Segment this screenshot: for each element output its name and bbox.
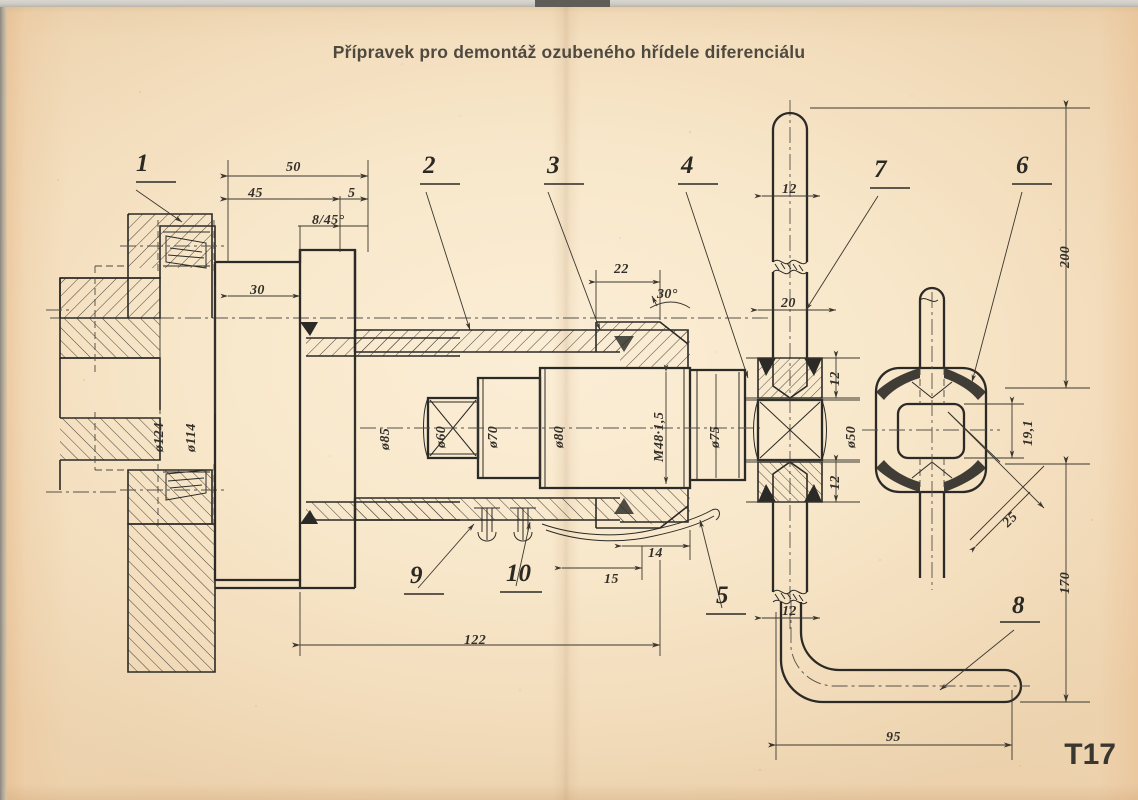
dim-rod-12-bottom: 12 (782, 604, 797, 619)
dim-dia114: ø114 (184, 423, 199, 452)
callout-9: 9 (410, 562, 423, 589)
dim-5: 5 (348, 186, 356, 201)
scan-top-notch (535, 0, 610, 7)
dim-chamfer: 8/45° (312, 213, 345, 228)
callout-3: 3 (547, 152, 560, 179)
dim-rod-20: 20 (781, 296, 796, 311)
callout-4: 4 (681, 152, 694, 179)
dim-122: 122 (464, 633, 487, 648)
dim-14: 14 (648, 546, 663, 561)
dim-22: 22 (614, 262, 629, 277)
dim-dia80: ø80 (552, 425, 567, 448)
drawing-title: Přípravek pro demontáž ozubeného hřídele… (332, 42, 806, 62)
callout-7: 7 (874, 156, 887, 183)
dim-thread-M48: M48·1,5 (652, 411, 667, 462)
dim-95: 95 (886, 730, 901, 745)
callout-1: 1 (136, 150, 149, 177)
callout-2: 2 (423, 152, 436, 179)
dim-50: 50 (286, 160, 301, 175)
dim-angle-30: 30° (657, 287, 678, 302)
scan-left-border (0, 7, 7, 800)
dim-200: 200 (1058, 245, 1073, 268)
callout-5: 5 (716, 582, 729, 609)
dim-dia70: ø70 (486, 425, 501, 448)
dim-rod-12-top: 12 (782, 182, 797, 197)
dim-45: 45 (248, 186, 263, 201)
dim-dia50: ø50 (844, 425, 859, 448)
dim-30: 30 (250, 283, 265, 298)
dim-hub-12-upper: 12 (828, 371, 843, 386)
dim-170: 170 (1058, 571, 1073, 594)
callout-8: 8 (1012, 592, 1025, 619)
callout-10: 10 (506, 560, 531, 587)
dim-dia75: ø75 (708, 425, 723, 448)
sheet-code: T17 (1064, 738, 1116, 771)
dim-across-flats: 19,1 (1021, 419, 1036, 446)
callout-6: 6 (1016, 152, 1029, 179)
dim-dia124: ø124 (152, 422, 167, 452)
dim-dia60: ø60 (434, 425, 449, 448)
dim-15: 15 (604, 572, 619, 587)
dim-dia85: ø85 (378, 427, 393, 450)
dim-hub-12-lower: 12 (828, 475, 843, 490)
